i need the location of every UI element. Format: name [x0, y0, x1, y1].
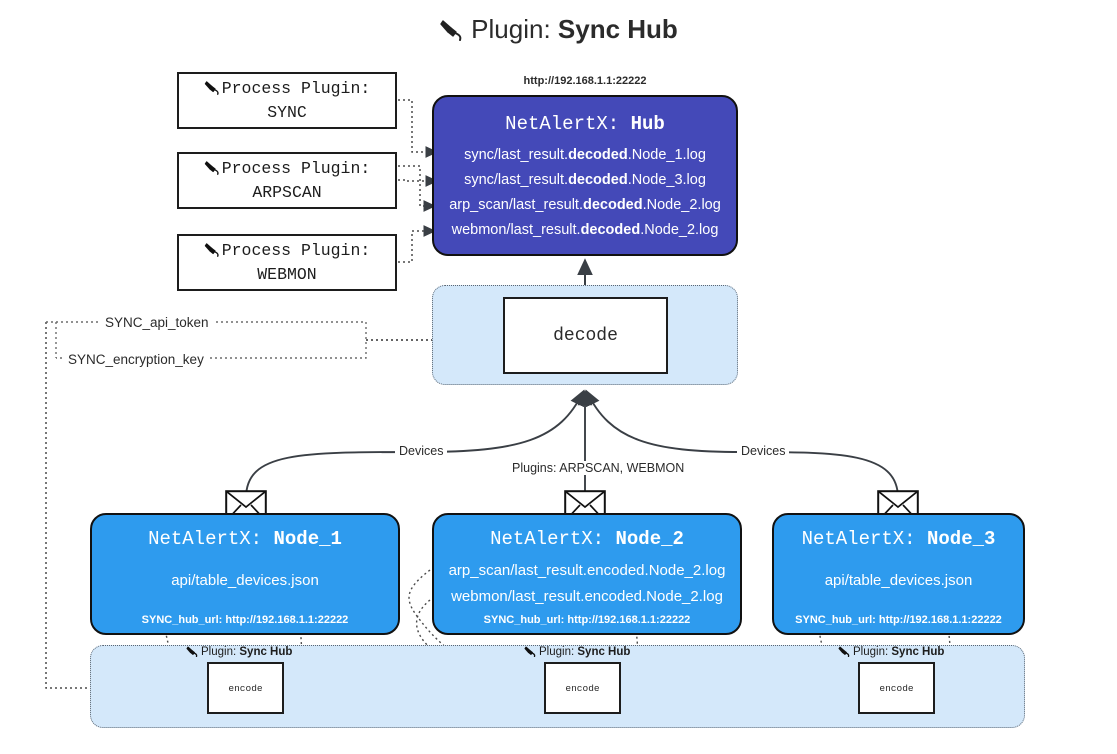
hub-title: NetAlertX: Hub [434, 113, 736, 135]
edge-label-devices-left: Devices [395, 444, 448, 458]
node-title: NetAlertX: Node_1 [92, 528, 398, 550]
node-title-prefix: NetAlertX: [801, 528, 916, 550]
node-box-node-1[interactable]: NetAlertX: Node_1 api/table_devices.json… [90, 513, 400, 635]
encoder-caption-name: Sync Hub [891, 646, 945, 658]
node-footer: SYNC_hub_url: http://192.168.1.1:22222 [141, 614, 349, 626]
encoder-caption-prefix: Plugin: [539, 646, 575, 658]
process-plugin-box-webmon[interactable]: Process Plugin: WEBMON [177, 234, 397, 291]
process-plugin-name: WEBMON [257, 264, 317, 284]
decode-box[interactable]: decode [503, 297, 668, 374]
hub-url-label: http://192.168.1.1:22222 [523, 75, 647, 87]
hub-box[interactable]: NetAlertX: Hub sync/last_result.decoded.… [432, 95, 738, 256]
process-plugin-label: Process Plugin: [221, 241, 371, 261]
node-row-list: arp_scan/last_result.encoded.Node_2.log … [434, 558, 740, 611]
plug-icon [204, 79, 221, 101]
encode-box[interactable]: encode [544, 662, 621, 714]
sync-encryption-key-label: SYNC_encryption_key [64, 352, 208, 367]
hub-row-list: sync/last_result.decoded.Node_1.log sync… [434, 143, 736, 243]
sync-api-token-label: SYNC_api_token [101, 315, 213, 330]
hub-row-post: .Node_2.log [642, 196, 721, 213]
node-row: webmon/last_result.encoded.Node_2.log [451, 588, 723, 606]
node-box-node-2[interactable]: NetAlertX: Node_2 arp_scan/last_result.e… [432, 513, 742, 635]
hub-row-bold: decoded [568, 171, 628, 188]
hub-row-pre: webmon/last_result. [451, 221, 581, 238]
plug-icon [186, 645, 199, 660]
edge-label-devices-right: Devices [737, 444, 790, 458]
encoder-caption: Plugin: Sync Hub [186, 645, 292, 660]
node-title-prefix: NetAlertX: [490, 528, 605, 550]
node-title: NetAlertX: Node_2 [434, 528, 740, 550]
hub-row-pre: arp_scan/last_result. [449, 196, 583, 213]
node-title-name: Node_1 [273, 528, 342, 550]
node-row: api/table_devices.json [171, 572, 319, 589]
process-plugin-name: SYNC [267, 102, 307, 122]
node-footer: SYNC_hub_url: http://192.168.1.1:22222 [795, 614, 1002, 626]
hub-row-post: .Node_3.log [627, 171, 706, 188]
encoder-caption: Plugin: Sync Hub [838, 645, 944, 660]
page-title-prefix: Plugin: [471, 14, 551, 44]
encode-box[interactable]: encode [207, 662, 284, 714]
node-box-node-3[interactable]: NetAlertX: Node_3 api/table_devices.json… [772, 513, 1025, 635]
encoder-caption-prefix: Plugin: [201, 646, 237, 658]
encoder-caption-prefix: Plugin: [853, 646, 889, 658]
hub-row-post: .Node_1.log [627, 147, 706, 163]
node-title-name: Node_2 [615, 528, 684, 550]
hub-row: webmon/last_result.decoded.Node_2.log [434, 218, 736, 243]
process-plugin-line1: Process Plugin: [204, 240, 371, 263]
hub-title-prefix: NetAlertX: [505, 113, 620, 135]
node-title: NetAlertX: Node_3 [774, 528, 1023, 550]
hub-row: arp_scan/last_result.decoded.Node_2.log [434, 193, 736, 218]
hub-row: sync/last_result.decoded.Node_1.log [434, 143, 736, 168]
plug-icon [204, 241, 221, 263]
node-row: api/table_devices.json [824, 572, 973, 589]
process-plugin-line1: Process Plugin: [204, 78, 371, 101]
node-title-prefix: NetAlertX: [148, 528, 263, 550]
node-row: arp_scan/last_result.encoded.Node_2.log [448, 562, 726, 579]
edge-label-plugins: Plugins: ARPSCAN, WEBMON [508, 461, 689, 475]
process-plugin-box-arpscan[interactable]: Process Plugin: ARPSCAN [177, 152, 397, 209]
encoder-caption-name: Sync Hub [577, 646, 631, 658]
encoder-caption-name: Sync Hub [239, 646, 293, 658]
process-plugin-label: Process Plugin: [221, 79, 371, 99]
process-plugin-label: Process Plugin: [221, 159, 371, 179]
process-plugin-name: ARPSCAN [252, 182, 322, 202]
hub-title-name: Hub [630, 113, 665, 135]
hub-row-bold: decoded [580, 221, 641, 238]
plug-icon [838, 645, 851, 660]
plug-icon [204, 159, 221, 181]
hub-row-bold: decoded [582, 196, 643, 213]
process-plugin-box-sync[interactable]: Process Plugin: SYNC [177, 72, 397, 129]
hub-row-post: .Node_2.log [640, 221, 719, 238]
page-title-name: Sync Hub [557, 14, 678, 44]
plug-icon [524, 645, 537, 660]
encode-box[interactable]: encode [858, 662, 935, 714]
hub-row: sync/last_result.decoded.Node_3.log [434, 168, 736, 193]
plug-icon [439, 17, 465, 48]
node-footer: SYNC_hub_url: http://192.168.1.1:22222 [483, 614, 691, 626]
hub-row-bold: decoded [568, 147, 628, 163]
encoder-caption: Plugin: Sync Hub [524, 645, 630, 660]
page-title: Plugin: Sync Hub [0, 14, 1117, 48]
hub-row-pre: sync/last_result. [464, 171, 569, 188]
node-title-name: Node_3 [927, 528, 996, 550]
hub-row-pre: sync/last_result. [464, 147, 569, 163]
process-plugin-line1: Process Plugin: [204, 158, 371, 181]
